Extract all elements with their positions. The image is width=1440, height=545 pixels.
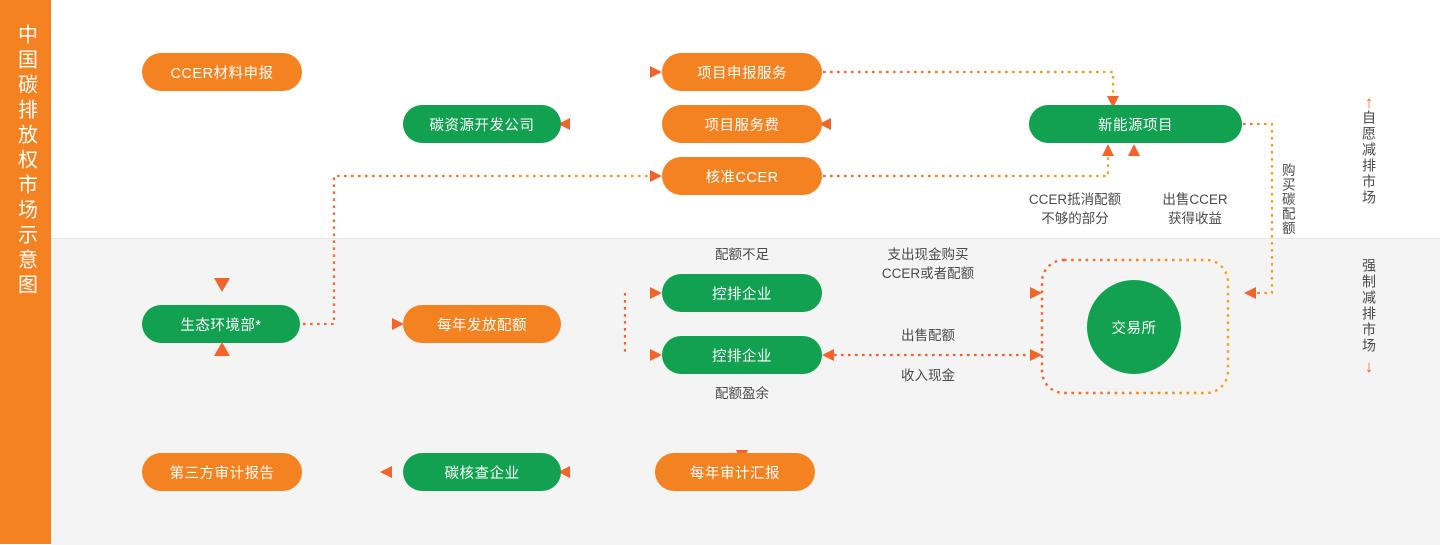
caption-buy-carbon-quota: 购买碳配额 (1277, 163, 1297, 241)
caption-ccer-offset-shortfall: CCER抵消配额 不够的部分 (1028, 192, 1122, 226)
arrow-down-icon: ↓ (1364, 357, 1374, 376)
caption-sell-ccer-gain: 出售CCER 获得收益 (1162, 192, 1228, 226)
node-label: 第三方审计报告 (169, 465, 275, 482)
caption-quota-shortage: 配额不足 (715, 247, 769, 262)
node-label: 每年审计汇报 (690, 465, 780, 482)
node-project-declaration-service[interactable]: 项目申报服务 (662, 53, 822, 91)
node-controlled-enterprise-1[interactable]: 控排企业 (662, 274, 822, 312)
node-third-party-audit-report[interactable]: 第三方审计报告 (142, 453, 302, 491)
node-label: 新能源项目 (1098, 117, 1173, 134)
node-label: 项目服务费 (704, 117, 780, 134)
node-ministry-of-ecology-environment[interactable]: 生态环境部* (142, 305, 300, 343)
node-carbon-resource-development-company[interactable]: 碳资源开发公司 (403, 105, 561, 143)
caption-spend-cash-buy: 支出现金购买 CCER或者配额 (881, 247, 975, 281)
node-label: 生态环境部* (180, 317, 262, 334)
node-label: CCER材料申报 (170, 65, 274, 82)
caption-quota-surplus: 配额盈余 (715, 386, 769, 401)
node-approve-ccer[interactable]: 核准CCER (662, 157, 822, 195)
node-label: 每年发放配额 (437, 317, 527, 334)
exchange-boundary (1040, 258, 1230, 395)
legend-mandatory-market-label: 强制减排市场 (1361, 258, 1377, 354)
node-controlled-enterprise-2[interactable]: 控排企业 (662, 336, 822, 374)
legend-mandatory-market: 强制减排市场 ↓ (1361, 258, 1377, 376)
legend-voluntary-market-label: 自愿减排市场 (1361, 110, 1377, 206)
node-exchange[interactable]: 交易所 (1087, 280, 1181, 374)
legend-voluntary-market: ↑ 自愿减排市场 (1361, 93, 1377, 206)
node-ccer-material-declaration[interactable]: CCER材料申报 (142, 53, 302, 91)
node-new-energy-project[interactable]: 新能源项目 (1029, 105, 1242, 143)
caption-receive-cash: 收入现金 (901, 368, 955, 383)
node-label: 碳核查企业 (444, 465, 520, 482)
node-label: 碳资源开发公司 (429, 117, 535, 134)
node-label: 交易所 (1111, 320, 1157, 337)
page-title: 中国碳排放权市场示意图 (14, 24, 37, 299)
caption-sell-quota: 出售配额 (901, 328, 955, 343)
arrow-up-icon: ↑ (1364, 93, 1374, 112)
node-annual-audit-report[interactable]: 每年审计汇报 (655, 453, 815, 491)
node-label: 控排企业 (712, 348, 772, 365)
caption-buy-carbon-quota-text: 购买碳配额 (1279, 163, 1295, 236)
node-label: 控排企业 (712, 286, 772, 303)
node-label: 项目申报服务 (697, 65, 787, 82)
node-annual-quota-allocation[interactable]: 每年发放配额 (403, 305, 561, 343)
node-label: 核准CCER (705, 169, 779, 186)
node-project-service-fee[interactable]: 项目服务费 (662, 105, 822, 143)
title-bar: 中国碳排放权市场示意图 (0, 0, 51, 544)
node-carbon-verification-company[interactable]: 碳核查企业 (403, 453, 561, 491)
